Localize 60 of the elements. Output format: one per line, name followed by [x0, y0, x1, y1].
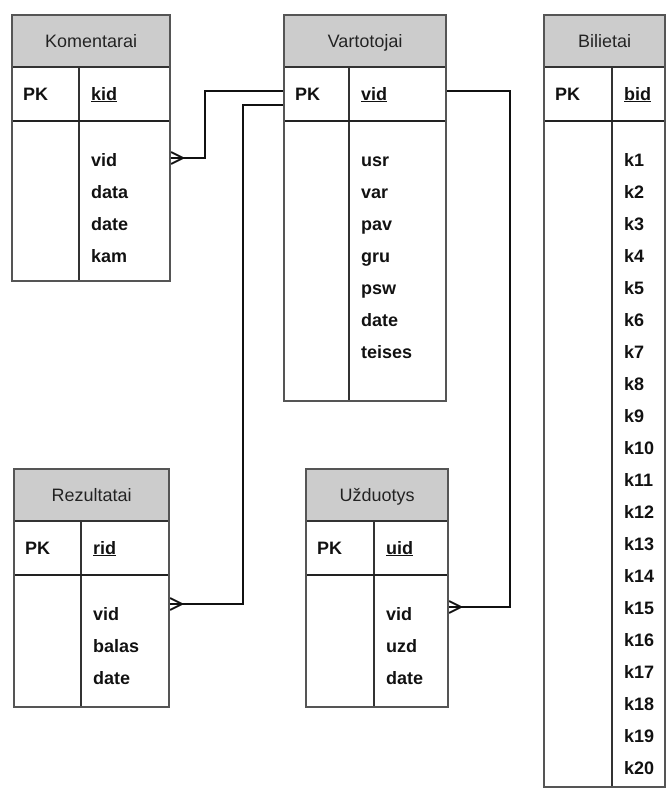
- field-name: k20: [624, 757, 654, 780]
- field-name: gru: [361, 245, 390, 268]
- field-name: k17: [624, 661, 654, 684]
- relationship-line: [447, 90, 511, 614]
- table-title: Vartotojai: [285, 16, 445, 68]
- key-label: PK: [23, 84, 48, 104]
- field-name: k3: [624, 213, 644, 236]
- field-name: k18: [624, 693, 654, 716]
- field-name: k19: [624, 725, 654, 748]
- field-name: k10: [624, 437, 654, 460]
- field-name: k11: [624, 469, 654, 492]
- field-name: k6: [624, 309, 644, 332]
- field-name: balas: [93, 635, 140, 658]
- relationship-line: [170, 90, 283, 165]
- field-name: pav: [361, 213, 392, 236]
- entity-table: [305, 468, 449, 708]
- table-title: Užduotys: [307, 470, 447, 522]
- table-title: Rezultatai: [15, 470, 168, 522]
- field-name: vid: [386, 603, 412, 626]
- field-name: date: [386, 667, 424, 690]
- table-title: Komentarai: [13, 16, 169, 68]
- field-name: kam: [91, 245, 128, 268]
- field-name: date: [91, 213, 128, 236]
- field-name: var: [361, 181, 388, 204]
- field-name: k15: [624, 597, 654, 620]
- entity-table: [11, 14, 171, 282]
- primary-key-field: rid: [93, 538, 116, 558]
- field-name: psw: [361, 277, 396, 300]
- field-name: vid: [93, 603, 120, 626]
- field-name: k16: [624, 629, 654, 652]
- primary-key-field: vid: [361, 84, 388, 104]
- key-label: PK: [555, 84, 580, 104]
- entity-table: [283, 14, 447, 402]
- field-name: date: [361, 309, 398, 332]
- field-name: teises: [361, 341, 412, 364]
- primary-key-field: kid: [91, 84, 118, 104]
- field-name: k9: [624, 405, 644, 428]
- field-name: k14: [624, 565, 654, 588]
- field-name: k8: [624, 373, 644, 396]
- field-name: uzd: [386, 635, 417, 658]
- field-name: k7: [624, 341, 644, 364]
- key-label: PK: [25, 538, 50, 558]
- field-name: vid: [91, 149, 118, 172]
- field-name: usr: [361, 149, 390, 172]
- entity-table: [13, 468, 170, 708]
- field-name: k4: [624, 245, 644, 268]
- field-name: k12: [624, 501, 654, 524]
- field-name: k5: [624, 277, 644, 300]
- table-title: Bilietai: [545, 16, 664, 68]
- field-name: data: [91, 181, 128, 204]
- primary-key-field: uid: [386, 538, 413, 558]
- primary-key-field: bid: [624, 84, 651, 104]
- key-label: PK: [317, 538, 342, 558]
- field-name: k13: [624, 533, 654, 556]
- entity-table: [543, 14, 666, 788]
- field-name: k1: [624, 149, 644, 172]
- relationship-line: [169, 104, 283, 611]
- field-name: date: [93, 667, 130, 690]
- key-label: PK: [295, 84, 320, 104]
- field-name: k2: [624, 181, 644, 204]
